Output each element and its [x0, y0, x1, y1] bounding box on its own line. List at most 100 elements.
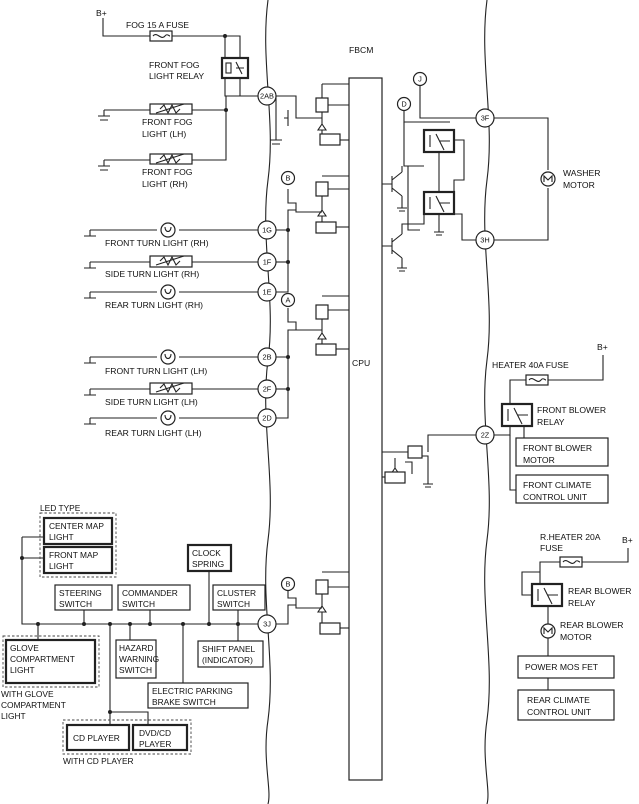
ref-b-2-label: B [286, 580, 291, 589]
front-blower-motor-label-1: FRONT BLOWER [523, 443, 592, 453]
front-turn-lh-bulb [160, 349, 176, 365]
shift-panel-box [197, 640, 264, 668]
front-blower-motor-label-2: MOTOR [523, 455, 555, 465]
ref-d-label: D [401, 100, 406, 109]
rear-turn-lh-label: REAR TURN LIGHT (LH) [105, 428, 202, 438]
washer-internal-circuit [382, 86, 476, 272]
terminal-3j-label: 3J [263, 620, 271, 629]
hazard-label-2: WARNING [119, 654, 159, 664]
terminal-2d-label: 2D [262, 414, 271, 423]
lh-turn-driver-circuit [276, 295, 349, 419]
cluster-label-2: SWITCH [217, 599, 250, 609]
fog-fuse-symbol [149, 30, 173, 42]
shift-panel-label-2: (INDICATOR) [202, 655, 253, 665]
terminal-2d [257, 408, 277, 428]
with-glove-label-3: LIGHT [1, 711, 26, 721]
b-plus-rheater: B+ [622, 535, 633, 545]
cpu-block [348, 77, 383, 781]
cpu-label: CPU [352, 358, 370, 368]
terminal-2f-label: 2F [263, 385, 272, 394]
side-turn-lh-bulb [149, 382, 193, 395]
fog-driver-circuit [270, 83, 349, 146]
terminal-2b-label: 2B [262, 353, 271, 362]
with-cd-label: WITH CD PLAYER [63, 756, 134, 766]
cluster-label-1: CLUSTER [217, 588, 256, 598]
front-climate-label-2: CONTROL UNIT [523, 492, 588, 502]
rear-blower-relay-label-1: REAR BLOWER [568, 586, 632, 596]
b-plus-main: B+ [96, 8, 107, 18]
side-turn-rh-label: SIDE TURN LIGHT (RH) [105, 269, 199, 279]
ref-b-1-label: B [286, 174, 291, 183]
rh-turn-driver-circuit [276, 175, 349, 293]
clock-spring-label-1: CLOCK [192, 548, 221, 558]
glove-label-1: GLOVE [10, 643, 39, 653]
front-map-light-box [42, 545, 114, 575]
switch-bus-wiring [21, 536, 258, 725]
with-glove-label-1: WITH GLOVE [1, 689, 54, 699]
rear-turn-rh-bulb [160, 284, 176, 300]
rear-climate-label-2: CONTROL UNIT [527, 707, 592, 717]
rheater-fuse-label-2: FUSE [540, 543, 563, 553]
ref-b-2 [280, 576, 296, 592]
dvdcd-label-1: DVD/CD [139, 728, 171, 738]
front-blower-relay-symbol [500, 402, 534, 428]
bottom-driver-circuit [276, 571, 349, 635]
front-turn-rh-label: FRONT TURN LIGHT (RH) [105, 238, 209, 248]
terminal-2b [257, 347, 277, 367]
washer-motor-symbol [540, 171, 556, 187]
hazard-label-1: HAZARD [119, 643, 153, 653]
commander-label-1: COMMANDER [122, 588, 178, 598]
rheater-fuse-wiring [539, 548, 629, 584]
terminal-3f-label: 3F [481, 114, 490, 123]
front-blower-relay-label-2: RELAY [537, 417, 565, 427]
fog-light-rh-wiring [98, 108, 228, 171]
front-climate-label-1: FRONT CLIMATE [523, 480, 592, 490]
shift-panel-label-1: SHIFT PANEL [202, 644, 256, 654]
lh-turn-wiring [84, 356, 258, 425]
steering-label-1: STEERING [59, 588, 102, 598]
rear-blower-wiring [521, 571, 549, 656]
rear-blower-motor-symbol [540, 623, 556, 639]
terminal-1g [257, 220, 277, 240]
glove-label-2: COMPARTMENT [10, 654, 75, 664]
front-turn-lh-label: FRONT TURN LIGHT (LH) [105, 366, 207, 376]
terminal-2z-label: 2Z [481, 431, 490, 440]
front-blower-relay-label-1: FRONT BLOWER [537, 405, 606, 415]
cd-player-box [65, 723, 131, 752]
with-cd-group [62, 719, 192, 755]
epb-label-1: ELECTRIC PARKING [152, 686, 233, 696]
heater-fuse-wiring [509, 355, 604, 404]
terminal-1g-label: 1G [262, 226, 272, 235]
fog-lh-label-1: FRONT FOG [142, 117, 193, 127]
power-mos-box [517, 655, 615, 679]
terminal-2ab-label: 2AB [260, 92, 274, 101]
epb-label-2: BRAKE SWITCH [152, 697, 216, 707]
ref-b-1 [280, 170, 296, 186]
rear-climate-box [517, 689, 615, 721]
rear-blower-motor-label-1: REAR BLOWER [560, 620, 624, 630]
rear-climate-label-1: REAR CLIMATE [527, 695, 590, 705]
fog-relay-label-2: LIGHT RELAY [149, 71, 204, 81]
heater-fuse-label: HEATER 40A FUSE [492, 360, 569, 370]
epb-switch-box [147, 682, 249, 709]
front-turn-rh-bulb [160, 222, 176, 238]
power-mos-label: POWER MOS FET [525, 662, 599, 672]
terminal-2ab [257, 86, 277, 106]
rear-blower-motor-label-2: MOTOR [560, 632, 592, 642]
rear-blower-relay-label-2: RELAY [568, 598, 596, 608]
terminal-1f [257, 252, 277, 272]
fog-lh-label-2: LIGHT (LH) [142, 129, 186, 139]
steering-label-2: SWITCH [59, 599, 92, 609]
cluster-switch-box [212, 584, 266, 611]
terminal-1e [257, 282, 277, 302]
terminal-3h-label: 3H [480, 236, 489, 245]
washer-label-2: MOTOR [563, 180, 595, 190]
fog-fuse-label: FOG 15 A FUSE [126, 20, 189, 30]
with-glove-label-2: COMPARTMENT [1, 700, 66, 710]
front-climate-box [515, 474, 609, 504]
fog-rh-label-2: LIGHT (RH) [142, 179, 188, 189]
ref-j [412, 71, 428, 87]
glove-light-box [4, 638, 97, 685]
clock-spring-box [186, 543, 233, 573]
commander-label-2: SWITCH [122, 599, 155, 609]
